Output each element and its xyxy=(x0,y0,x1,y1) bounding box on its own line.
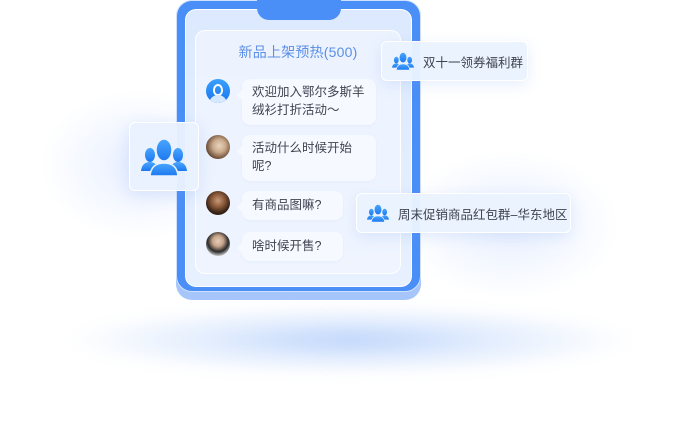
group-icon-card xyxy=(129,122,199,191)
chat-message: 有商品图嘛? xyxy=(206,191,343,220)
group-users-icon xyxy=(392,52,414,71)
message-bubble: 欢迎加入鄂尔多斯羊 绒衫打折活动～ xyxy=(237,79,376,125)
group-label: 双十一领券福利群 xyxy=(423,55,524,70)
group-users-icon xyxy=(141,137,187,177)
floor-shadow xyxy=(70,305,630,375)
group-users-icon xyxy=(367,204,389,223)
chat-message: 啥时候开售? xyxy=(206,232,343,261)
group-label: 周末促销商品红包群–华东地区 xyxy=(398,207,568,222)
message-text: 欢迎加入鄂尔多斯羊 xyxy=(252,85,365,99)
tablet-notch xyxy=(257,0,341,20)
group-card-double11[interactable]: 双十一领券福利群 xyxy=(381,41,528,81)
message-text: 呢? xyxy=(252,159,272,173)
default-user-avatar xyxy=(206,79,230,103)
message-bubble: 有商品图嘛? xyxy=(237,191,343,220)
woman-avatar xyxy=(206,135,230,159)
message-text: 啥时候开售? xyxy=(252,239,322,253)
group-card-weekend-promo[interactable]: 周末促销商品红包群–华东地区 xyxy=(356,193,571,233)
chat-message: 活动什么时候开始 呢? xyxy=(206,135,376,181)
message-text: 绒衫打折活动～ xyxy=(252,103,340,117)
message-bubble: 啥时候开售? xyxy=(237,232,343,261)
message-bubble: 活动什么时候开始 呢? xyxy=(237,135,376,181)
message-text: 有商品图嘛? xyxy=(252,198,322,212)
man-avatar xyxy=(206,232,230,256)
chat-title: 新品上架预热(500) xyxy=(238,44,358,60)
message-text: 活动什么时候开始 xyxy=(252,141,353,155)
chat-message: 欢迎加入鄂尔多斯羊 绒衫打折活动～ xyxy=(206,79,376,125)
man-sunglasses-avatar xyxy=(206,191,230,215)
